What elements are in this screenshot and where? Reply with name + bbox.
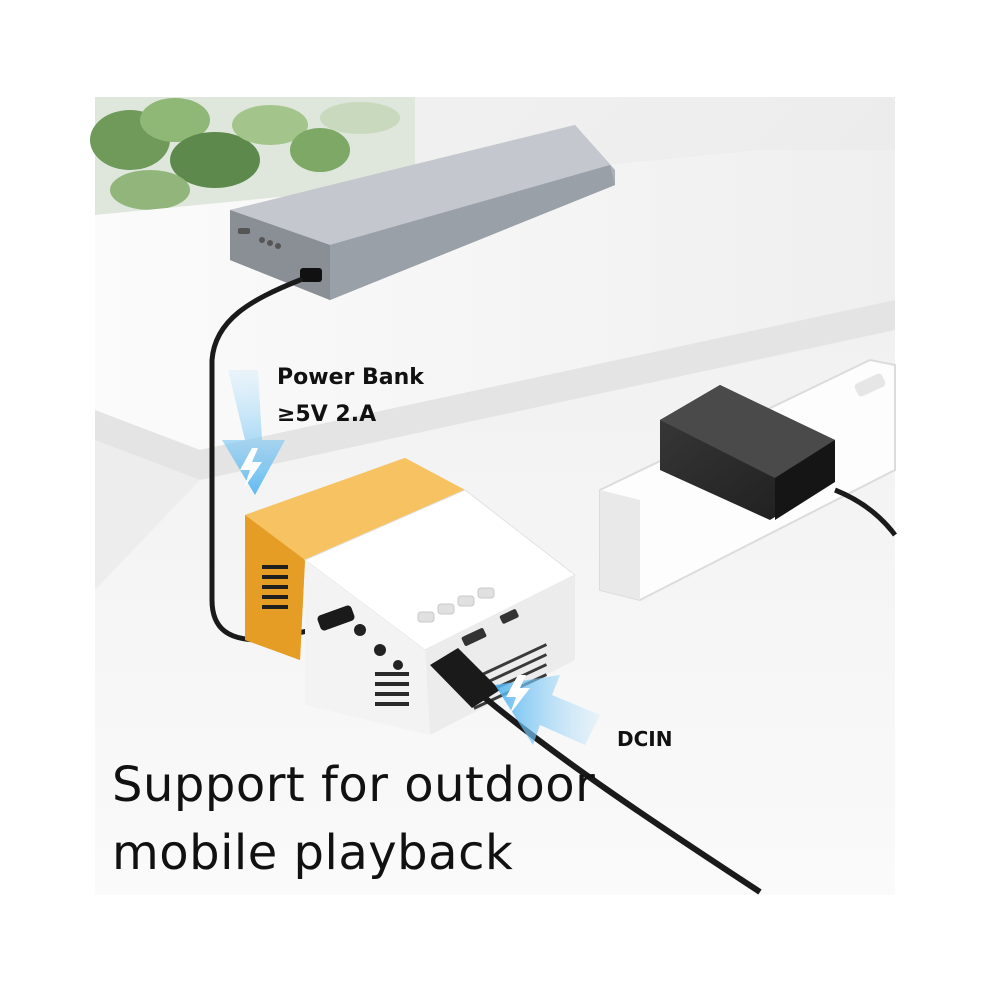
usb-cable	[209, 277, 343, 643]
power-bank	[230, 125, 615, 300]
power-bank-arrow	[222, 370, 285, 495]
headline-line-2: mobile playback	[112, 825, 514, 881]
power-bank-label: Power Bank	[277, 365, 424, 390]
dcin-label: DCIN	[617, 727, 673, 751]
lightning-icon	[506, 675, 530, 714]
dcin-arrow	[495, 675, 600, 745]
power-adapter	[660, 385, 897, 537]
power-bank-spec: ≥5V 2.A	[277, 402, 377, 427]
headline-line-1: Support for outdoor	[112, 757, 596, 813]
dc-cable	[430, 648, 762, 895]
lightning-icon	[240, 448, 262, 488]
